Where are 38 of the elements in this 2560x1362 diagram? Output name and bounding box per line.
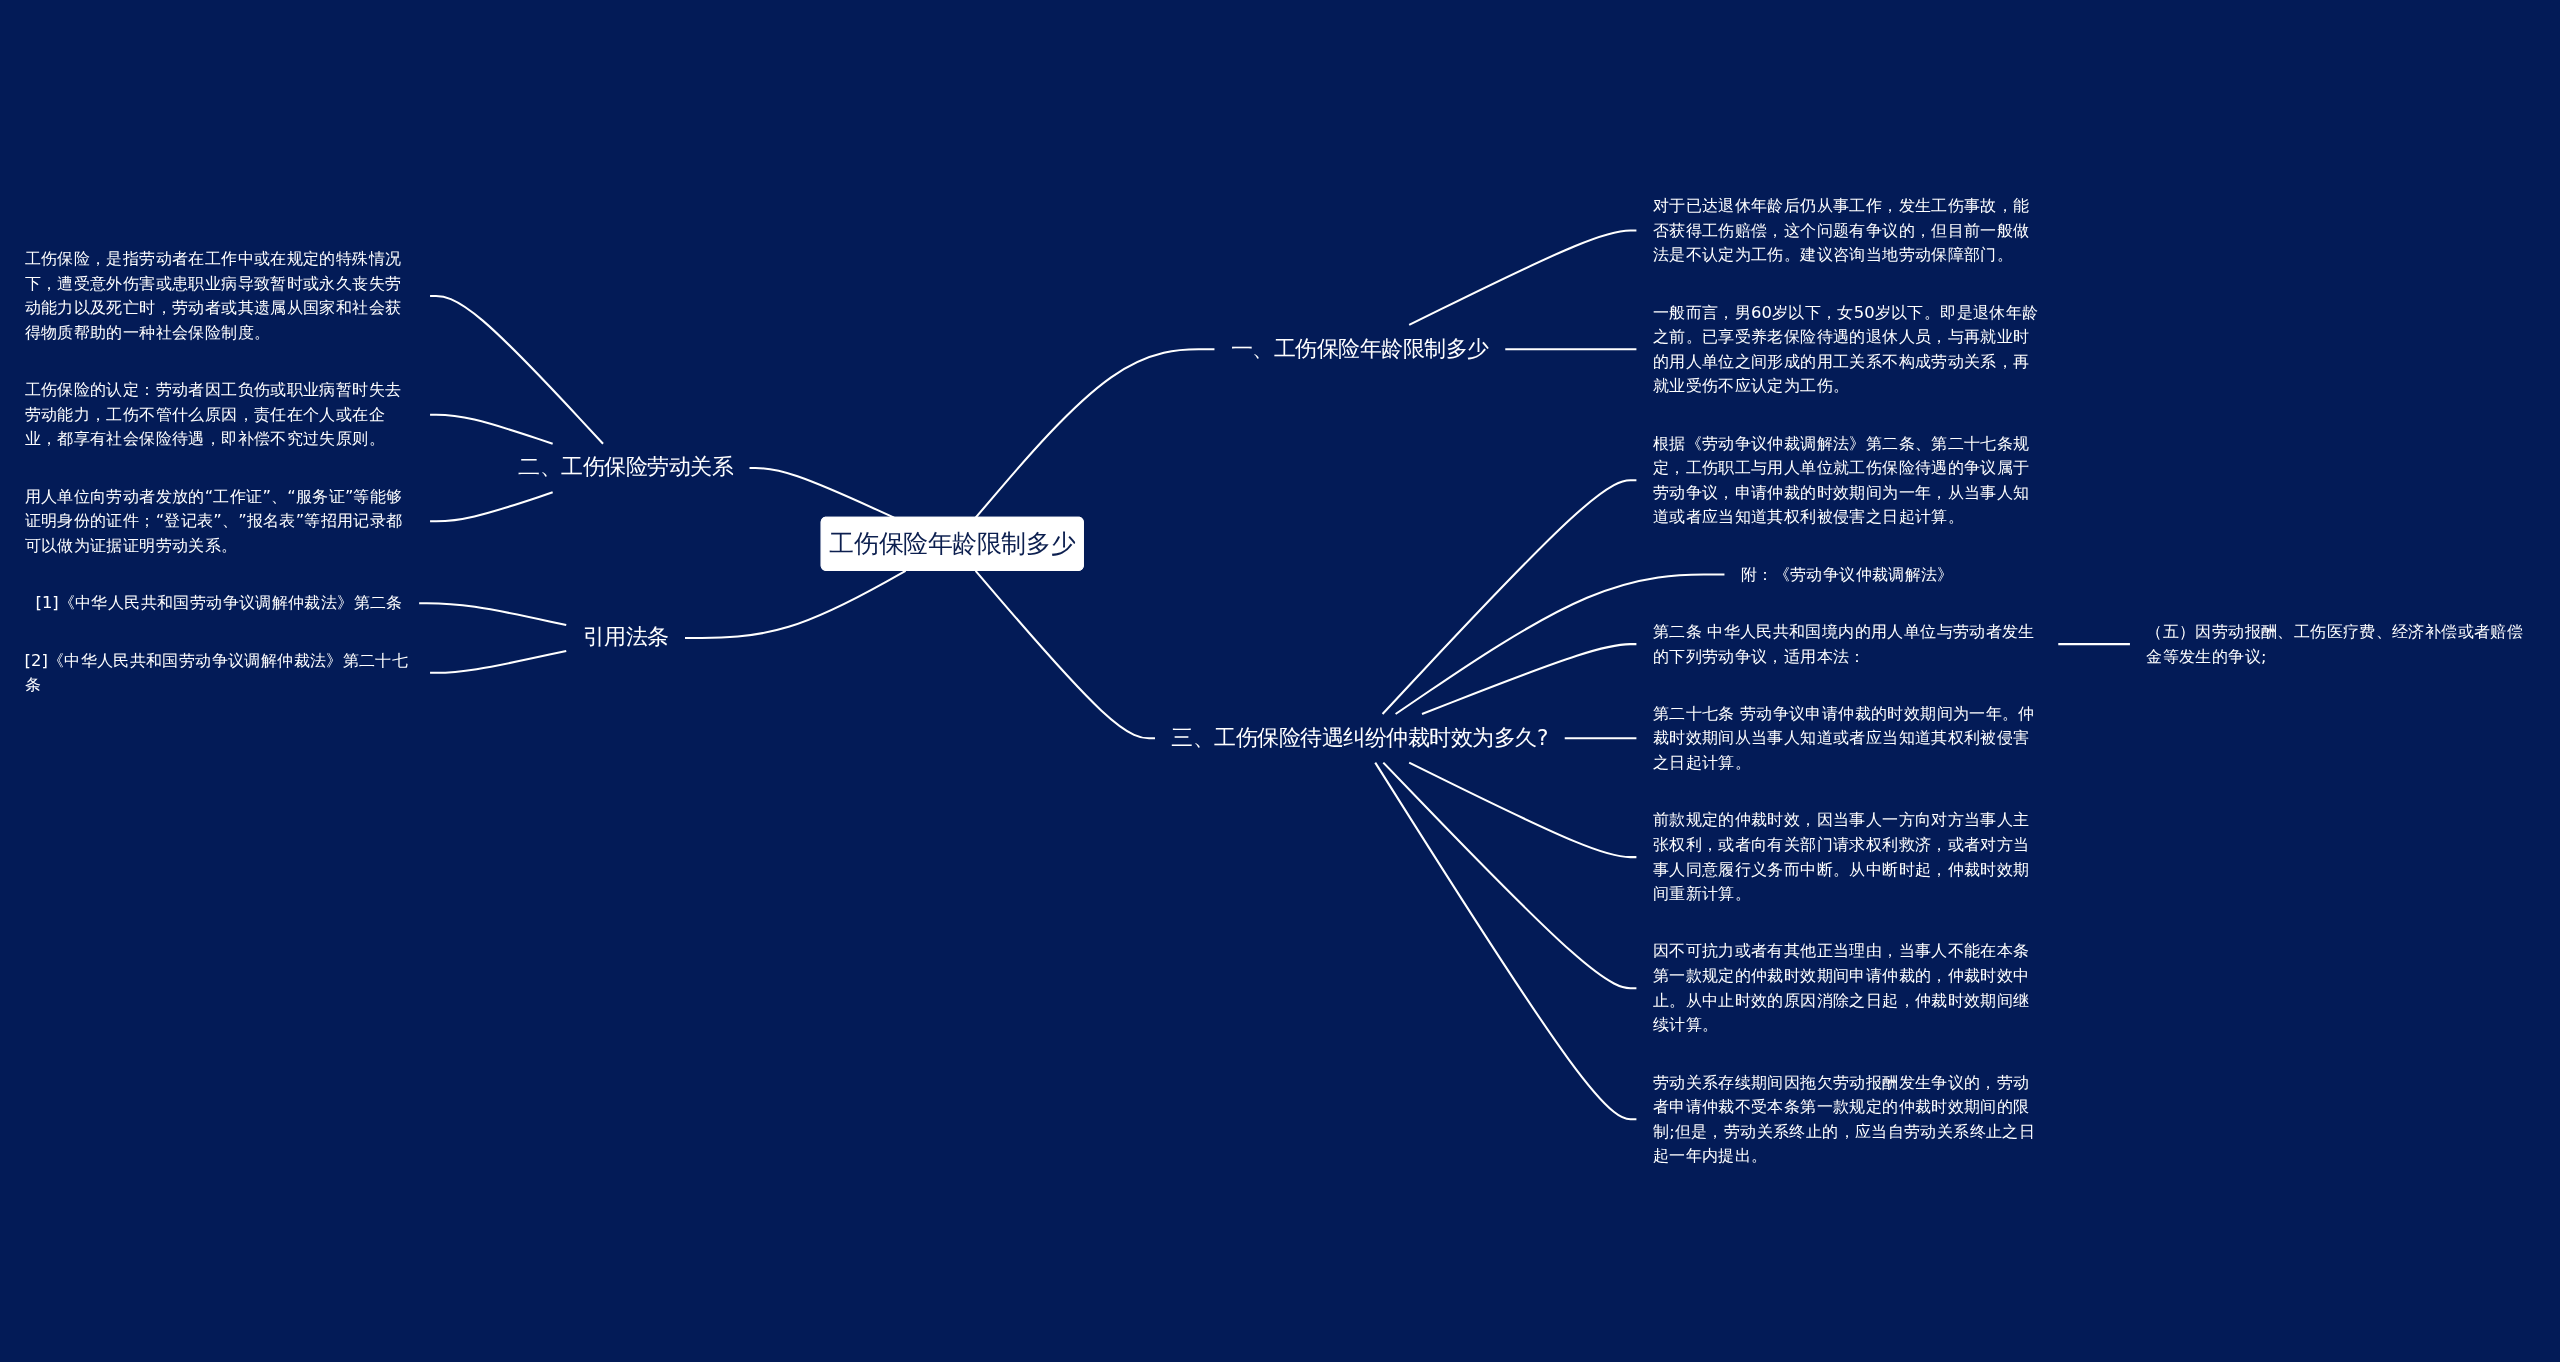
connector: [1374, 762, 1637, 1121]
connector: [749, 467, 895, 519]
connector: [1505, 348, 1637, 351]
node-text: 一般而言，男60岁以下，女50岁以下。即是退休年龄之前。已享受养老保险待遇的退休人员，与再就业时的用人单位之间形成的用工关系不构成劳动关系，再就业受伤不应认定为工伤。: [1652, 302, 2039, 396]
node-text: 第二十七条 劳动争议申请仲裁的时效期间为一年。仲裁时效期间从当事人知道或者应当知道其权利被侵害之日起计算。: [1652, 703, 2035, 773]
node-text: 工伤保险的认定：劳动者因工负伤或职业病暂时失去劳动能力，工伤不管什么原因，责任在个人或在企业，都享有社会保险待遇，即补偿不究过失原则。: [24, 379, 402, 449]
connector: [430, 294, 604, 445]
connector: [430, 491, 553, 523]
node-text: 第二条 中华人民共和国境内的用人单位与劳动者发生的下列劳动争议，适用本法：: [1652, 621, 2035, 666]
connector: [974, 570, 1155, 740]
node-text: 三、工伤保险待遇纠纷仲裁时效为多久?: [1171, 725, 1549, 750]
connector: [419, 602, 567, 627]
node-text: 附：《劳动争议仲裁调解法》: [1740, 564, 1954, 584]
connector: [685, 570, 907, 639]
connector: [430, 413, 553, 445]
node-text: 二、工伤保险劳动关系: [518, 454, 734, 480]
connector: [1382, 761, 1637, 990]
connector: [1381, 479, 1637, 715]
connector: [974, 348, 1215, 519]
connector: [1408, 761, 1637, 859]
node-text: 一、工伤保险年龄限制多少: [1230, 336, 1489, 361]
node-text: [1]《中华人民共和国劳动争议调解仲裁法》第二条: [35, 592, 403, 613]
node-text: （五）因劳动报酬、工伤医疗费、经济补偿或者赔偿金等发生的争议;: [2146, 621, 2524, 666]
connector: [1395, 573, 1725, 715]
node-text: 用人单位向劳动者发放的“工作证”、“服务证”等能够证明身份的证件；“登记表”、”报名表”等招用记录都可以做为证据证明劳动关系。: [24, 486, 403, 556]
node-text: 因不可抗力或者有其他正当理由，当事人不能在本条第一款规定的仲裁时效期间申请仲裁的，仲裁时效中止。从中止时效的原因消除之日起，仲裁时效期间继续计算。: [1652, 941, 2030, 1035]
node-text: 前款规定的仲裁时效，因当事人一方向对方当事人主张权利，或者向有关部门请求权利救济，或者对方当事人同意履行义务而中断。从中断时起，仲裁时效期间重新计算。: [1652, 810, 2030, 904]
node-text: 引用法条: [582, 624, 669, 650]
node-text: [2]《中华人民共和国劳动争议调解仲裁法》第二十七条: [24, 650, 409, 695]
node-text: 劳动关系存续期间因拖欠劳动报酬发生争议的，劳动者申请仲裁不受本条第一款规定的仲裁时效期间的限制;但是，劳动关系终止的，应当自劳动关系终止之日起一年内提出。: [1652, 1072, 2036, 1166]
node-text: 工伤保险，是指劳动者在工作中或在规定的特殊情况下，遭受意外伤害或患职业病导致暂时或永久丧失劳动能力以及死亡时，劳动者或其遗属从国家和社会获得物质帮助的一种社会保险制度。: [24, 248, 402, 343]
connector: [1408, 229, 1637, 326]
connector: [1421, 643, 1637, 715]
node-text: 对于已达退休年龄后仍从事工作，发生工伤事故，能否获得工伤赔偿，这个问题有争议的，但目前一般做法是不认定为工伤。建议咨询当地劳动保障部门。: [1652, 195, 2030, 265]
connector: [2058, 643, 2130, 646]
connector: [430, 649, 567, 674]
node-text: 根据《劳动争议仲裁调解法》第二条、第二十七条规定，工伤职工与用人单位就工伤保险待遇的争议属于劳动争议，申请仲裁的时效期间为一年，从当事人知道或者应当知道其权利被侵害之日起计算。: [1652, 433, 2030, 527]
connector: [1564, 737, 1637, 740]
